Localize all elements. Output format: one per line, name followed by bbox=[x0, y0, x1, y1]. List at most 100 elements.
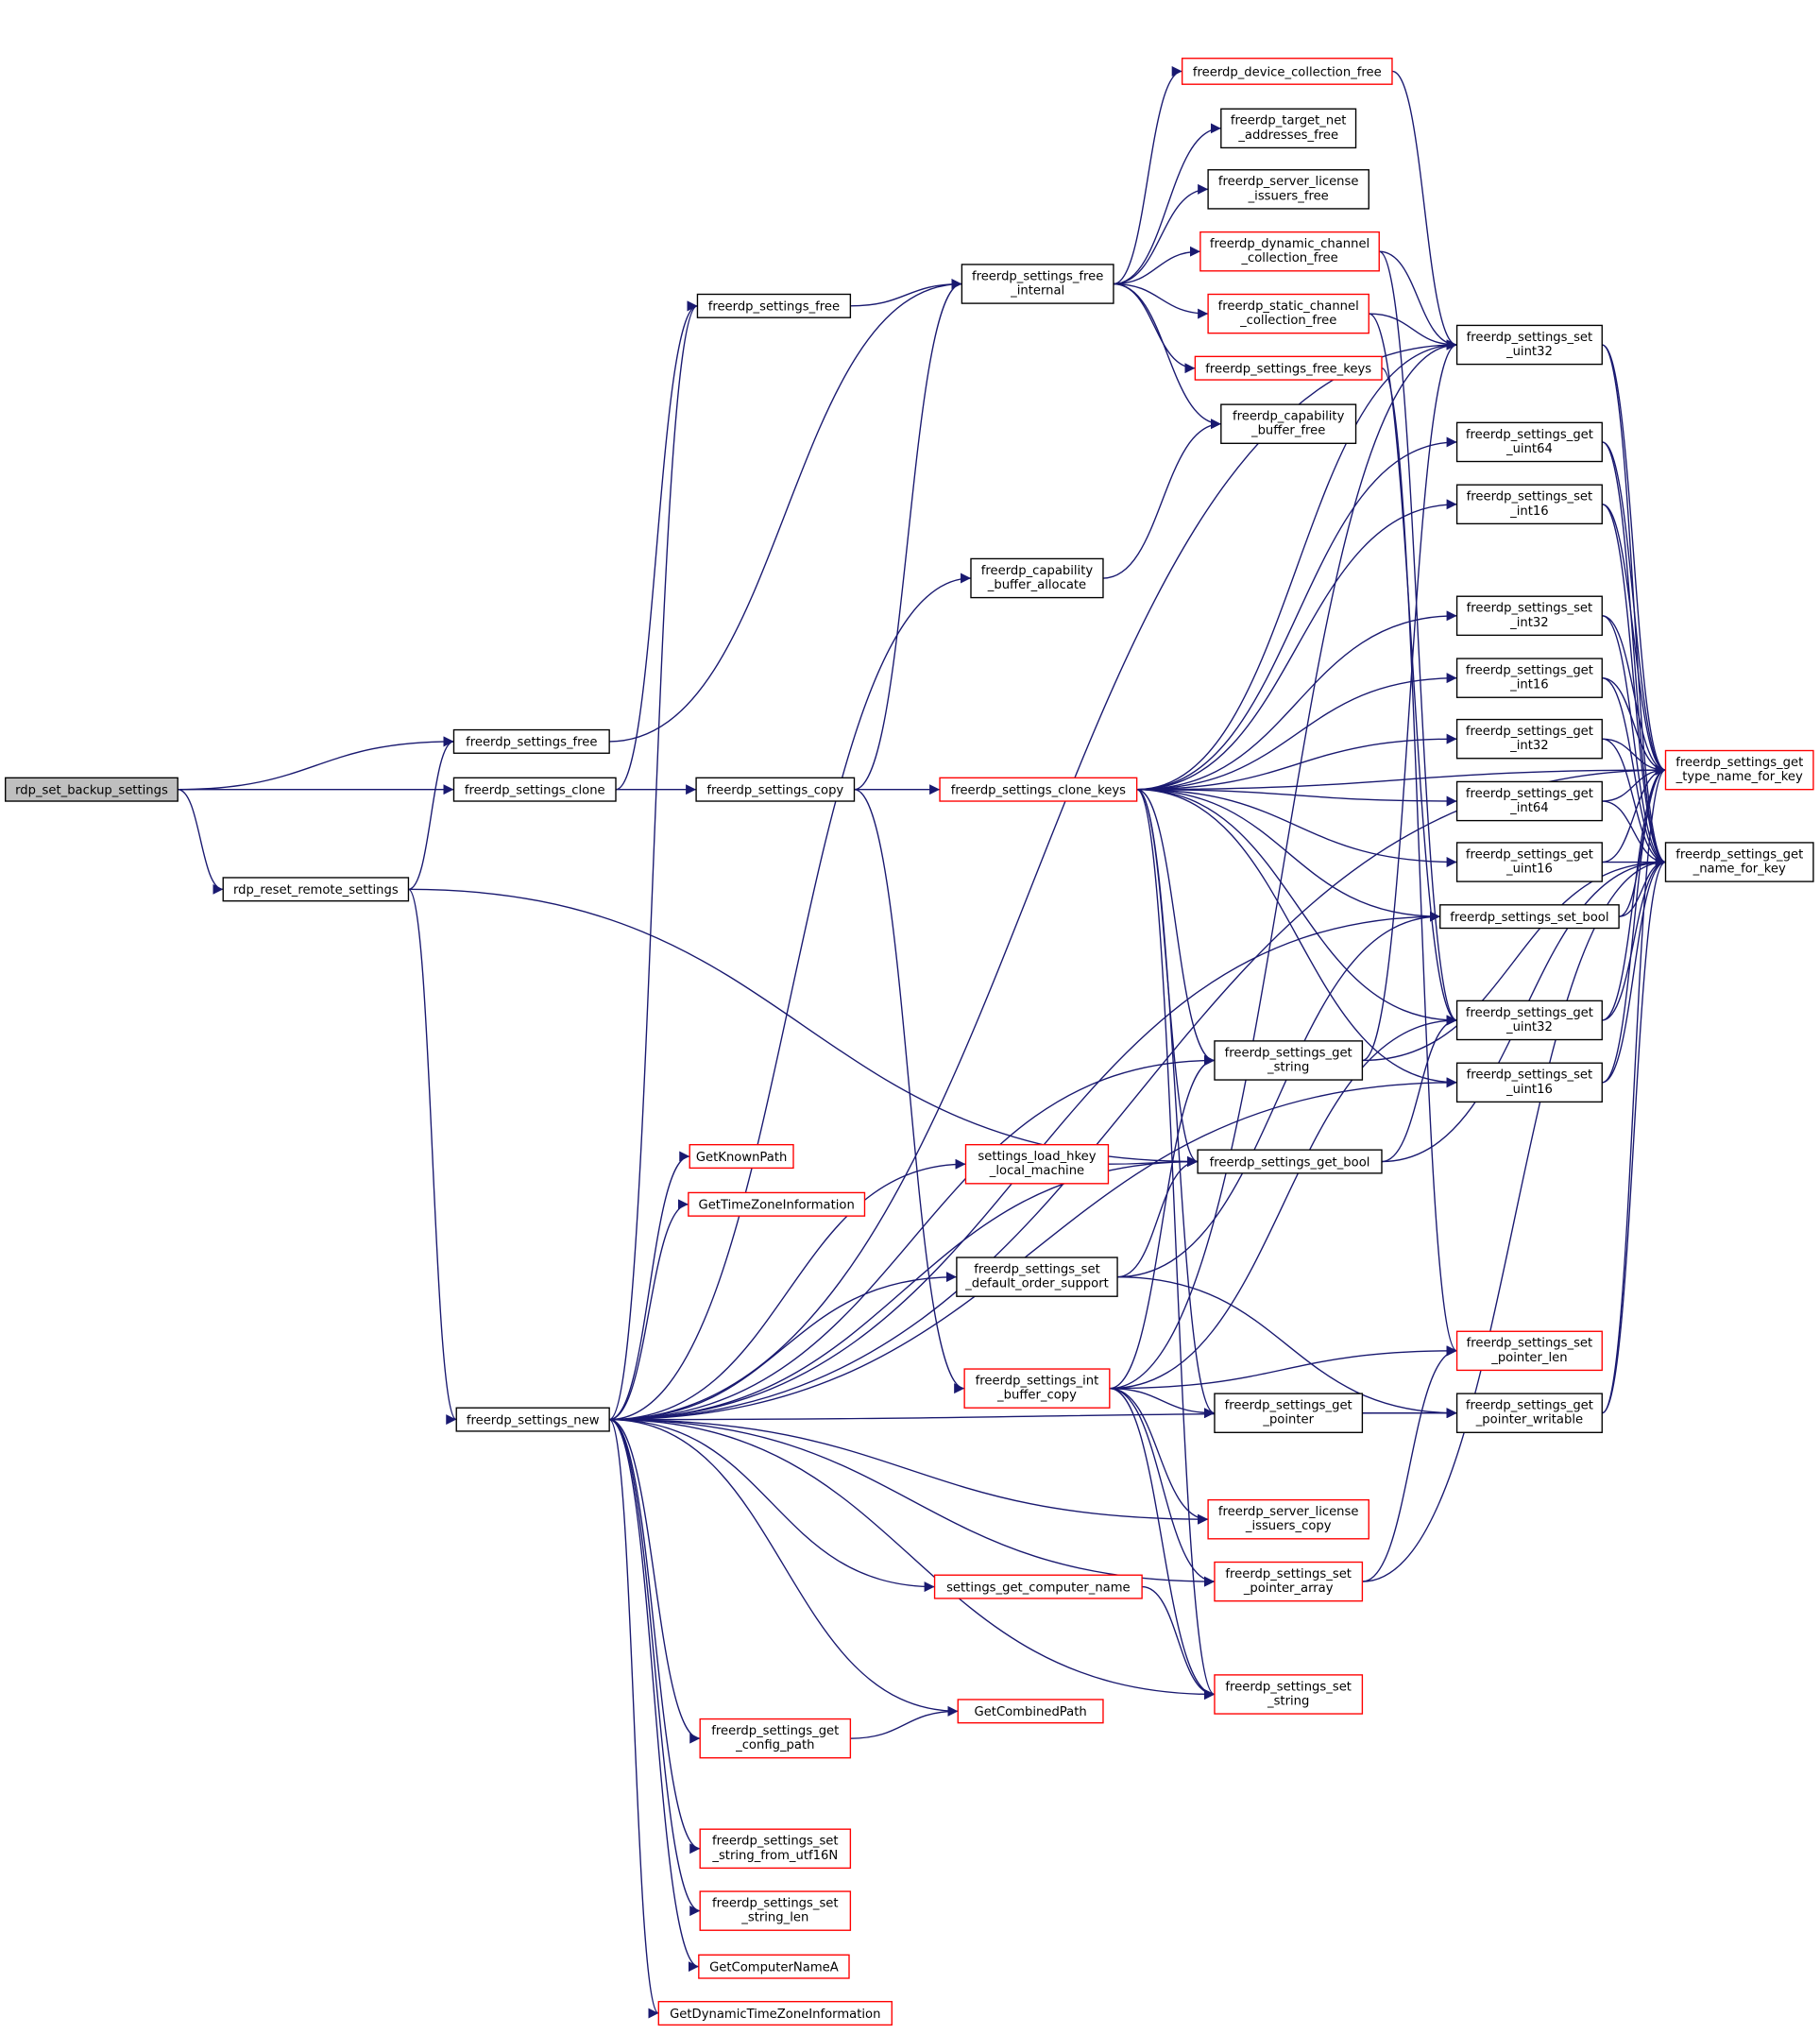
call-edge bbox=[1136, 339, 1457, 791]
call-edge bbox=[1113, 66, 1182, 285]
function-node-freerdp-settings-get-uint32[interactable]: freerdp_settings_get_uint32 bbox=[1455, 1000, 1603, 1041]
function-node-freerdp-settings-get-bool[interactable]: freerdp_settings_get_bool bbox=[1197, 1149, 1383, 1174]
function-node-freerdp-capability-buffer-free[interactable]: freerdp_capability_buffer_free bbox=[1220, 403, 1357, 444]
function-node-freerdp-settings-get-pointer-writable[interactable]: freerdp_settings_get_pointer_writable bbox=[1455, 1393, 1603, 1433]
function-node-freerdp-settings-set-uint32[interactable]: freerdp_settings_set_uint32 bbox=[1455, 324, 1603, 366]
function-node-freerdp-static-channel-collection-free[interactable]: freerdp_static_channel_collection_free bbox=[1207, 293, 1369, 334]
node-label: freerdp_settings_get bbox=[1225, 1046, 1352, 1060]
call-edge bbox=[609, 1418, 935, 1593]
node-box bbox=[964, 1143, 1110, 1185]
function-node-freerdp-settings-set-string[interactable]: freerdp_settings_set_string bbox=[1214, 1674, 1364, 1715]
function-node-freerdp-settings-clone-keys[interactable]: freerdp_settings_clone_keys bbox=[939, 777, 1138, 802]
node-box bbox=[5, 777, 179, 802]
node-label: _int32 bbox=[1509, 616, 1548, 630]
node-label: freerdp_capability bbox=[981, 564, 1094, 578]
function-node-rdp-set-backup-settings[interactable]: rdp_set_backup_settings bbox=[5, 777, 179, 802]
node-box bbox=[1455, 421, 1603, 463]
function-node-freerdp-settings-get-int32[interactable]: freerdp_settings_get_int32 bbox=[1455, 718, 1603, 760]
node-label: freerdp_settings_free_keys bbox=[1205, 363, 1371, 377]
call-edge bbox=[1602, 441, 1666, 776]
call-edge bbox=[1136, 673, 1457, 791]
node-label: _string_len bbox=[740, 1911, 808, 1925]
function-node-freerdp-settings-clone[interactable]: freerdp_settings_clone bbox=[452, 777, 617, 802]
function-node-freerdp-settings-set-default-order-support[interactable]: freerdp_settings_set_default_order_suppo… bbox=[956, 1256, 1118, 1297]
call-edge bbox=[407, 888, 457, 1425]
function-node-freerdp-server-license-issuers-free[interactable]: freerdp_server_license_issuers_free bbox=[1207, 169, 1369, 210]
node-label: _int32 bbox=[1509, 739, 1548, 753]
node-label: freerdp_settings_get bbox=[1466, 1006, 1593, 1020]
call-edge bbox=[609, 1151, 690, 1421]
call-edge bbox=[1602, 615, 1666, 867]
call-edge bbox=[1136, 788, 1457, 1026]
call-edge bbox=[854, 788, 965, 1394]
node-box bbox=[1207, 1498, 1369, 1540]
function-node-freerdp-settings-set-int16[interactable]: freerdp_settings_set_int16 bbox=[1455, 484, 1603, 525]
function-node-freerdp-settings-free-keys[interactable]: freerdp_settings_free_keys bbox=[1194, 355, 1383, 381]
function-node-freerdp-server-license-issuers-copy[interactable]: freerdp_server_license_issuers_copy bbox=[1207, 1498, 1369, 1540]
function-node-freerdp-target-net-addresses-free[interactable]: freerdp_target_net_addresses_free bbox=[1220, 108, 1357, 149]
function-node-freerdp-settings-free[interactable]: freerdp_settings_free bbox=[452, 728, 610, 754]
function-node-settings-load-hkey-local-machine[interactable]: settings_load_hkey_local_machine bbox=[964, 1143, 1110, 1185]
node-box bbox=[1455, 658, 1603, 698]
call-edge bbox=[1362, 1345, 1457, 1582]
function-node-freerdp-settings-get-string[interactable]: freerdp_settings_get_string bbox=[1214, 1040, 1364, 1081]
function-node-getcomputernamea[interactable]: GetComputerNameA bbox=[698, 1954, 850, 1979]
call-edge bbox=[1113, 183, 1209, 285]
node-label: freerdp_settings_set bbox=[1225, 1567, 1352, 1581]
call-edge bbox=[1136, 733, 1457, 791]
function-node-freerdp-settings-get-int64[interactable]: freerdp_settings_get_int64 bbox=[1455, 780, 1603, 822]
node-label: _pointer_writable bbox=[1475, 1413, 1583, 1427]
function-node-freerdp-settings-get-config-path[interactable]: freerdp_settings_get_config_path bbox=[699, 1718, 852, 1759]
call-edge bbox=[1109, 1055, 1215, 1390]
call-edge bbox=[1379, 250, 1457, 350]
call-edge bbox=[1619, 857, 1666, 917]
function-node-freerdp-settings-get-uint16[interactable]: freerdp_settings_get_uint16 bbox=[1455, 842, 1603, 882]
function-node-freerdp-settings-free[interactable]: freerdp_settings_free bbox=[696, 293, 852, 318]
node-label: freerdp_settings_get bbox=[1466, 725, 1593, 739]
node-label: freerdp_settings_free bbox=[708, 300, 840, 315]
function-node-freerdp-settings-set-uint16[interactable]: freerdp_settings_set_uint16 bbox=[1455, 1062, 1603, 1103]
function-node-freerdp-capability-buffer-allocate[interactable]: freerdp_capability_buffer_allocate bbox=[970, 557, 1104, 599]
node-label: freerdp_settings_int bbox=[976, 1375, 1099, 1389]
call-edge bbox=[1602, 615, 1666, 776]
function-node-freerdp-settings-new[interactable]: freerdp_settings_new bbox=[455, 1407, 610, 1432]
function-node-gettimezoneinformation[interactable]: GetTimeZoneInformation bbox=[688, 1191, 866, 1217]
node-label: freerdp_settings_set bbox=[1467, 331, 1593, 345]
function-node-settings-get-computer-name[interactable]: settings_get_computer_name bbox=[933, 1574, 1143, 1599]
node-label: _pointer bbox=[1262, 1413, 1314, 1427]
function-node-getknownpath[interactable]: GetKnownPath bbox=[689, 1143, 794, 1170]
function-node-freerdp-dynamic-channel-collection-free[interactable]: freerdp_dynamic_channel_collection_free bbox=[1199, 231, 1380, 272]
node-box bbox=[1214, 1393, 1364, 1433]
function-node-freerdp-settings-get-int16[interactable]: freerdp_settings_get_int16 bbox=[1455, 658, 1603, 698]
function-node-freerdp-settings-free-internal[interactable]: freerdp_settings_free_internal bbox=[961, 264, 1114, 304]
function-node-freerdp-settings-set-bool[interactable]: freerdp_settings_set_bool bbox=[1439, 904, 1620, 930]
node-box bbox=[970, 557, 1104, 599]
node-label: _int16 bbox=[1509, 504, 1548, 519]
function-node-freerdp-settings-set-int32[interactable]: freerdp_settings_set_int32 bbox=[1455, 595, 1603, 637]
function-node-freerdp-settings-set-string-from-utf16n[interactable]: freerdp_settings_set_string_from_utf16N bbox=[699, 1828, 852, 1870]
function-node-getcombinedpath[interactable]: GetCombinedPath bbox=[957, 1699, 1104, 1724]
node-label: _pointer_array bbox=[1243, 1581, 1334, 1596]
function-node-getdynamictimezoneinformation[interactable]: GetDynamicTimeZoneInformation bbox=[657, 2001, 893, 2026]
function-node-freerdp-settings-get-uint64[interactable]: freerdp_settings_get_uint64 bbox=[1455, 421, 1603, 463]
node-label: _collection_free bbox=[1240, 251, 1337, 265]
call-edge bbox=[1136, 788, 1216, 1419]
function-node-freerdp-settings-copy[interactable]: freerdp_settings_copy bbox=[695, 777, 856, 802]
node-label: _uint32 bbox=[1505, 345, 1553, 359]
function-node-freerdp-settings-get-type-name-for-key[interactable]: freerdp_settings_get_type_name_for_key bbox=[1664, 749, 1814, 791]
node-box bbox=[1220, 108, 1357, 149]
function-node-freerdp-settings-get-name-for-key[interactable]: freerdp_settings_get_name_for_key bbox=[1664, 842, 1814, 882]
function-node-freerdp-settings-set-pointer-array[interactable]: freerdp_settings_set_pointer_array bbox=[1214, 1561, 1364, 1602]
call-edge bbox=[408, 736, 454, 891]
call-edge bbox=[1362, 857, 1666, 1582]
function-node-freerdp-settings-set-string-len[interactable]: freerdp_settings_set_string_len bbox=[699, 1890, 852, 1931]
function-node-freerdp-device-collection-free[interactable]: freerdp_device_collection_free bbox=[1181, 58, 1393, 85]
function-node-freerdp-settings-get-pointer[interactable]: freerdp_settings_get_pointer bbox=[1214, 1393, 1364, 1433]
call-edge bbox=[1602, 764, 1666, 802]
function-node-rdp-reset-remote-settings[interactable]: rdp_reset_remote_settings bbox=[222, 877, 410, 902]
call-edge bbox=[1113, 282, 1196, 374]
function-node-freerdp-settings-int-buffer-copy[interactable]: freerdp_settings_int_buffer_copy bbox=[963, 1368, 1111, 1409]
call-edge bbox=[408, 888, 1199, 1167]
node-label: _int64 bbox=[1509, 801, 1548, 815]
function-node-freerdp-settings-set-pointer-len[interactable]: freerdp_settings_set_pointer_len bbox=[1455, 1330, 1603, 1372]
